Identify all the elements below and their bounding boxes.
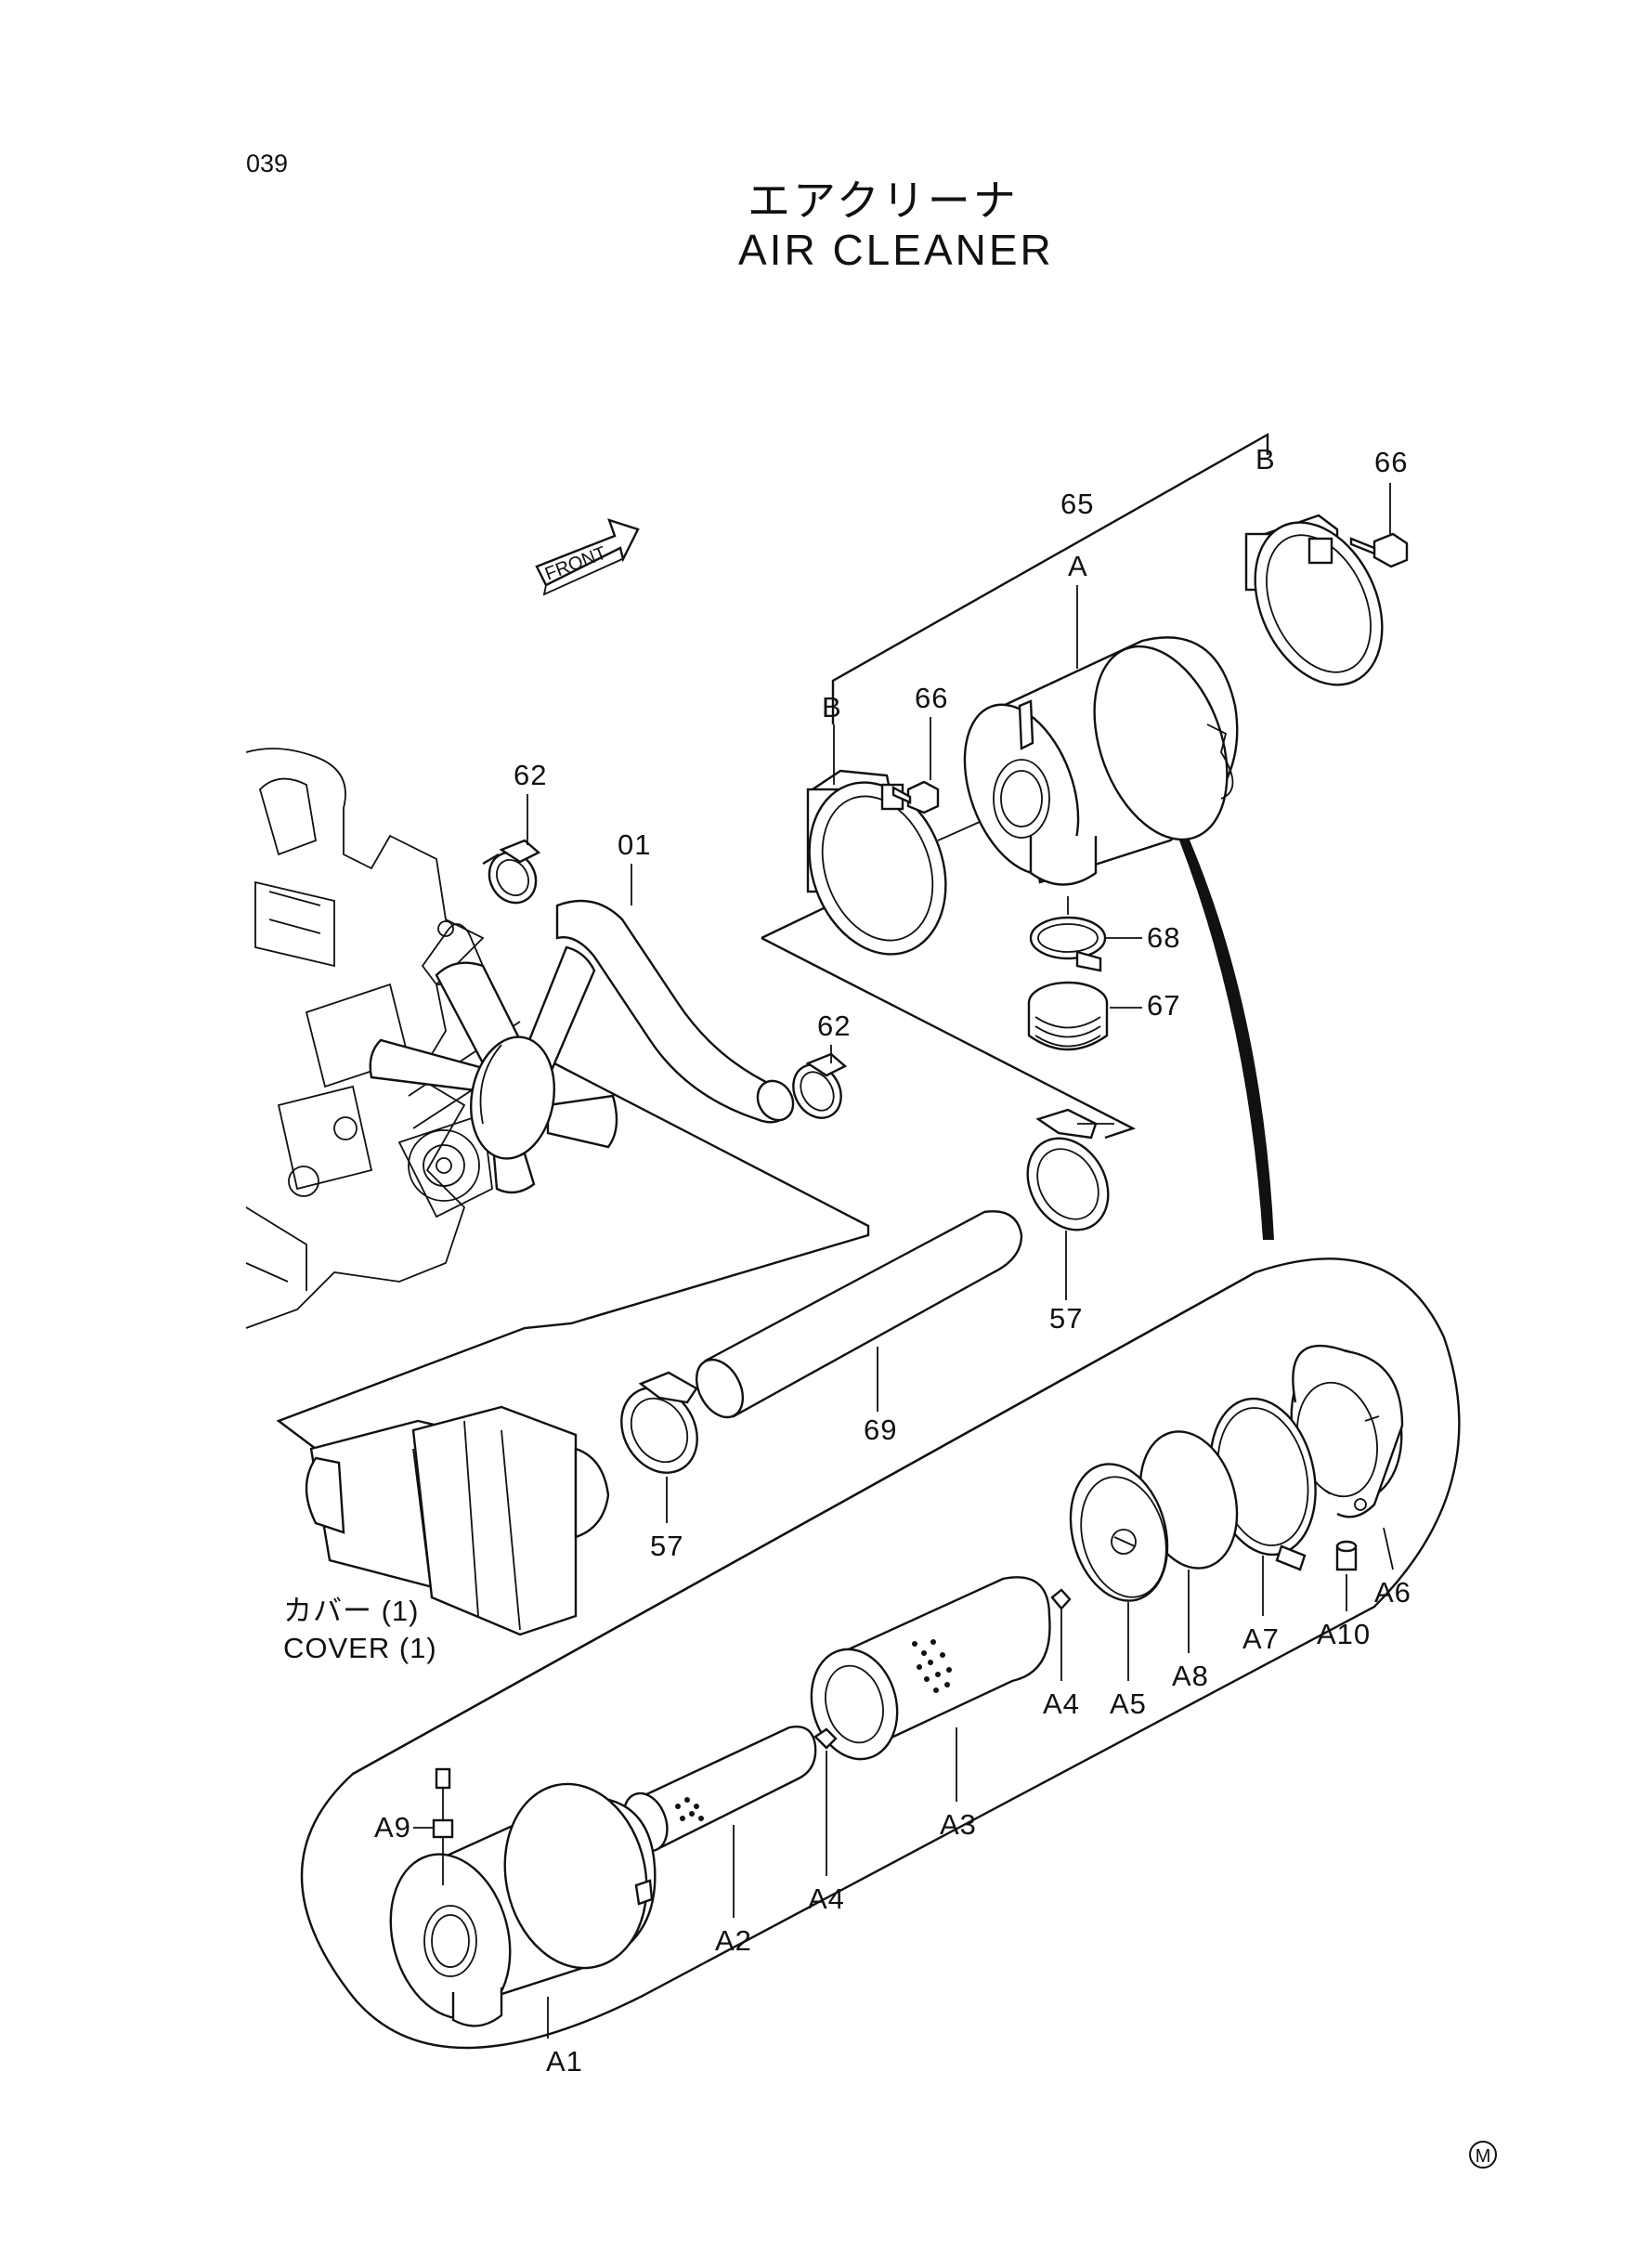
leader-b-bracket <box>831 432 1269 724</box>
callout-a5: A5 <box>1110 1687 1147 1720</box>
callout-57-left: 57 <box>650 1530 683 1562</box>
bracket-b-right <box>1244 514 1384 686</box>
leader-hose-to-engine <box>276 853 870 1450</box>
clamp-68 <box>1029 896 1107 972</box>
part-a9-indicator <box>413 1767 454 1885</box>
air-cleaner-assembly-65 <box>937 636 1239 886</box>
page-number: 039 <box>246 150 288 177</box>
callout-66-right: 66 <box>1374 446 1408 478</box>
callout-a: A <box>1068 550 1088 582</box>
exploded-view-outline <box>300 1257 1461 2050</box>
callout-62-mid: 62 <box>817 1010 851 1042</box>
part-a1-housing <box>389 1782 657 2039</box>
callout-a9: A9 <box>374 1811 411 1844</box>
title-english: AIR CLEANER <box>738 226 1054 274</box>
part-a2-safety-element <box>622 1726 817 1918</box>
front-arrow-label: FRONT <box>542 542 609 584</box>
title-japanese: エアクリーナ <box>748 176 1019 225</box>
part-a5-cover-plate <box>1069 1463 1169 1681</box>
cover-duct <box>305 1405 610 1636</box>
callout-65: 65 <box>1060 488 1094 520</box>
callout-a7: A7 <box>1242 1622 1280 1655</box>
callout-62-top: 62 <box>514 759 547 791</box>
pipe-69 <box>695 1210 1023 1419</box>
front-arrow-icon: FRONT <box>535 518 640 596</box>
callout-69: 69 <box>864 1414 897 1446</box>
circled-m-letter: M <box>1476 2146 1491 2167</box>
part-a6-cap <box>1290 1344 1404 1570</box>
part-a3-filter-element <box>810 1576 1051 1802</box>
callout-57-right: 57 <box>1049 1302 1083 1335</box>
callout-a8: A8 <box>1172 1660 1209 1692</box>
hose-01 <box>555 899 795 1124</box>
callout-b-right: B <box>1255 443 1276 476</box>
clamp-62-top <box>488 839 541 905</box>
cover-note-english: COVER (1) <box>283 1632 437 1664</box>
clamp-57-left <box>620 1371 698 1523</box>
callout-a10: A10 <box>1317 1618 1371 1650</box>
bolt-66-right <box>1349 532 1409 568</box>
engine-block <box>245 748 618 1329</box>
callout-66-left: 66 <box>915 682 948 714</box>
callout-a6: A6 <box>1374 1576 1411 1609</box>
bolt-66-left <box>891 780 940 814</box>
filter-perforation-dots <box>912 1639 952 1693</box>
callout-a3: A3 <box>940 1808 977 1841</box>
clamp-57-right <box>1026 1108 1114 1231</box>
part-a4-wing-nut-left <box>813 1727 838 1876</box>
callout-68: 68 <box>1147 921 1180 954</box>
exploded-view-pointer <box>1179 838 1274 1240</box>
safety-element-dots <box>675 1797 704 1821</box>
cover-note-japanese: カバー (1) <box>283 1595 420 1627</box>
clamp-62-mid <box>792 1052 848 1119</box>
callout-a2: A2 <box>715 1924 752 1957</box>
callout-a1: A1 <box>546 2045 583 2078</box>
callout-b-left: B <box>822 691 842 723</box>
callout-a4-left: A4 <box>808 1883 845 1915</box>
callout-67: 67 <box>1147 989 1180 1022</box>
part-a10-valve <box>1335 1540 1358 1611</box>
callout-01: 01 <box>618 828 651 861</box>
callout-a4-right: A4 <box>1043 1687 1080 1720</box>
circled-m-mark: M <box>1469 2141 1497 2169</box>
hose-grommet-67 <box>1027 981 1109 1051</box>
bracket-b-left <box>806 724 947 956</box>
part-a4-wing-nut-right <box>1050 1588 1072 1681</box>
